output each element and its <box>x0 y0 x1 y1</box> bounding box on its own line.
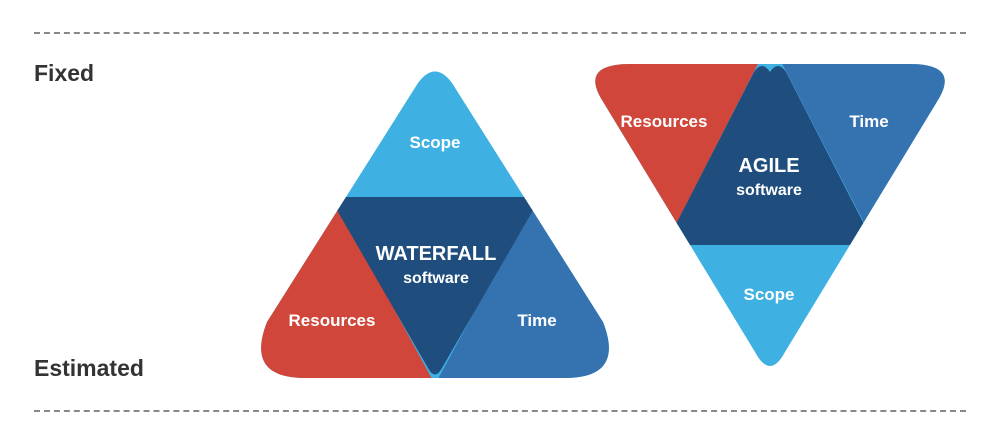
bottom-dashed-divider <box>34 410 966 412</box>
waterfall-resources-label: Resources <box>289 311 376 330</box>
agile-title: AGILE <box>738 155 799 177</box>
agile-core <box>672 66 868 245</box>
agile-scope-label: Scope <box>743 285 794 304</box>
waterfall-title: WATERFALL <box>376 243 497 265</box>
agile-triangle <box>595 64 945 366</box>
waterfall-triangle <box>261 71 609 378</box>
waterfall-subtitle: software <box>403 270 469 287</box>
waterfall-core <box>335 197 535 375</box>
top-dashed-divider <box>34 32 966 34</box>
agile-resources-label: Resources <box>621 112 708 131</box>
agile-time-label: Time <box>849 112 888 131</box>
estimated-label: Estimated <box>34 355 144 381</box>
waterfall-time-label: Time <box>517 311 556 330</box>
waterfall-scope-label: Scope <box>409 133 460 152</box>
fixed-label: Fixed <box>34 60 95 86</box>
agile-subtitle: software <box>736 182 802 199</box>
